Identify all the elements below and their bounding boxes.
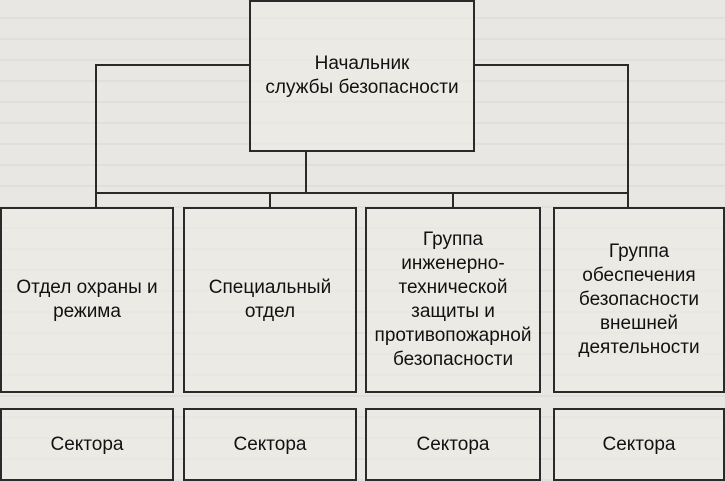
connector-bus xyxy=(96,192,628,194)
dept-box-external: Группа обеспечения безопасности внешней … xyxy=(553,207,725,393)
sector-box-2: Сектора xyxy=(183,408,357,481)
dept-label-2: Специальный отдел xyxy=(208,277,332,322)
sector-box-3: Сектора xyxy=(365,408,541,481)
sector-box-1: Сектора xyxy=(0,408,174,481)
connector-head-left xyxy=(96,64,250,66)
dept-label-1: Отдел охраны и режима xyxy=(16,277,158,322)
connector-head-down xyxy=(305,150,307,193)
dept-label-4: Группа обеспечения безопасности внешней … xyxy=(578,241,700,358)
connector-left-down xyxy=(95,64,97,208)
dept-box-security-regime: Отдел охраны и режима xyxy=(0,207,174,393)
head-box: Начальник службы безопасности xyxy=(249,0,475,152)
sector-label-3: Сектора xyxy=(416,433,490,455)
connector-right-down xyxy=(627,64,629,208)
connector-head-right xyxy=(474,64,628,66)
head-label: Начальник службы безопасности xyxy=(265,53,459,98)
dept-label-3: Группа инженерно- технической защиты и п… xyxy=(374,229,532,370)
sector-label-2: Сектора xyxy=(233,433,307,455)
connector-to-dept-2 xyxy=(269,192,271,208)
connector-to-dept-3 xyxy=(452,192,454,208)
dept-box-special: Специальный отдел xyxy=(183,207,357,393)
sector-box-4: Сектора xyxy=(553,408,725,481)
dept-box-engineering: Группа инженерно- технической защиты и п… xyxy=(365,207,541,393)
sector-label-4: Сектора xyxy=(602,433,676,455)
sector-label-1: Сектора xyxy=(50,433,124,455)
